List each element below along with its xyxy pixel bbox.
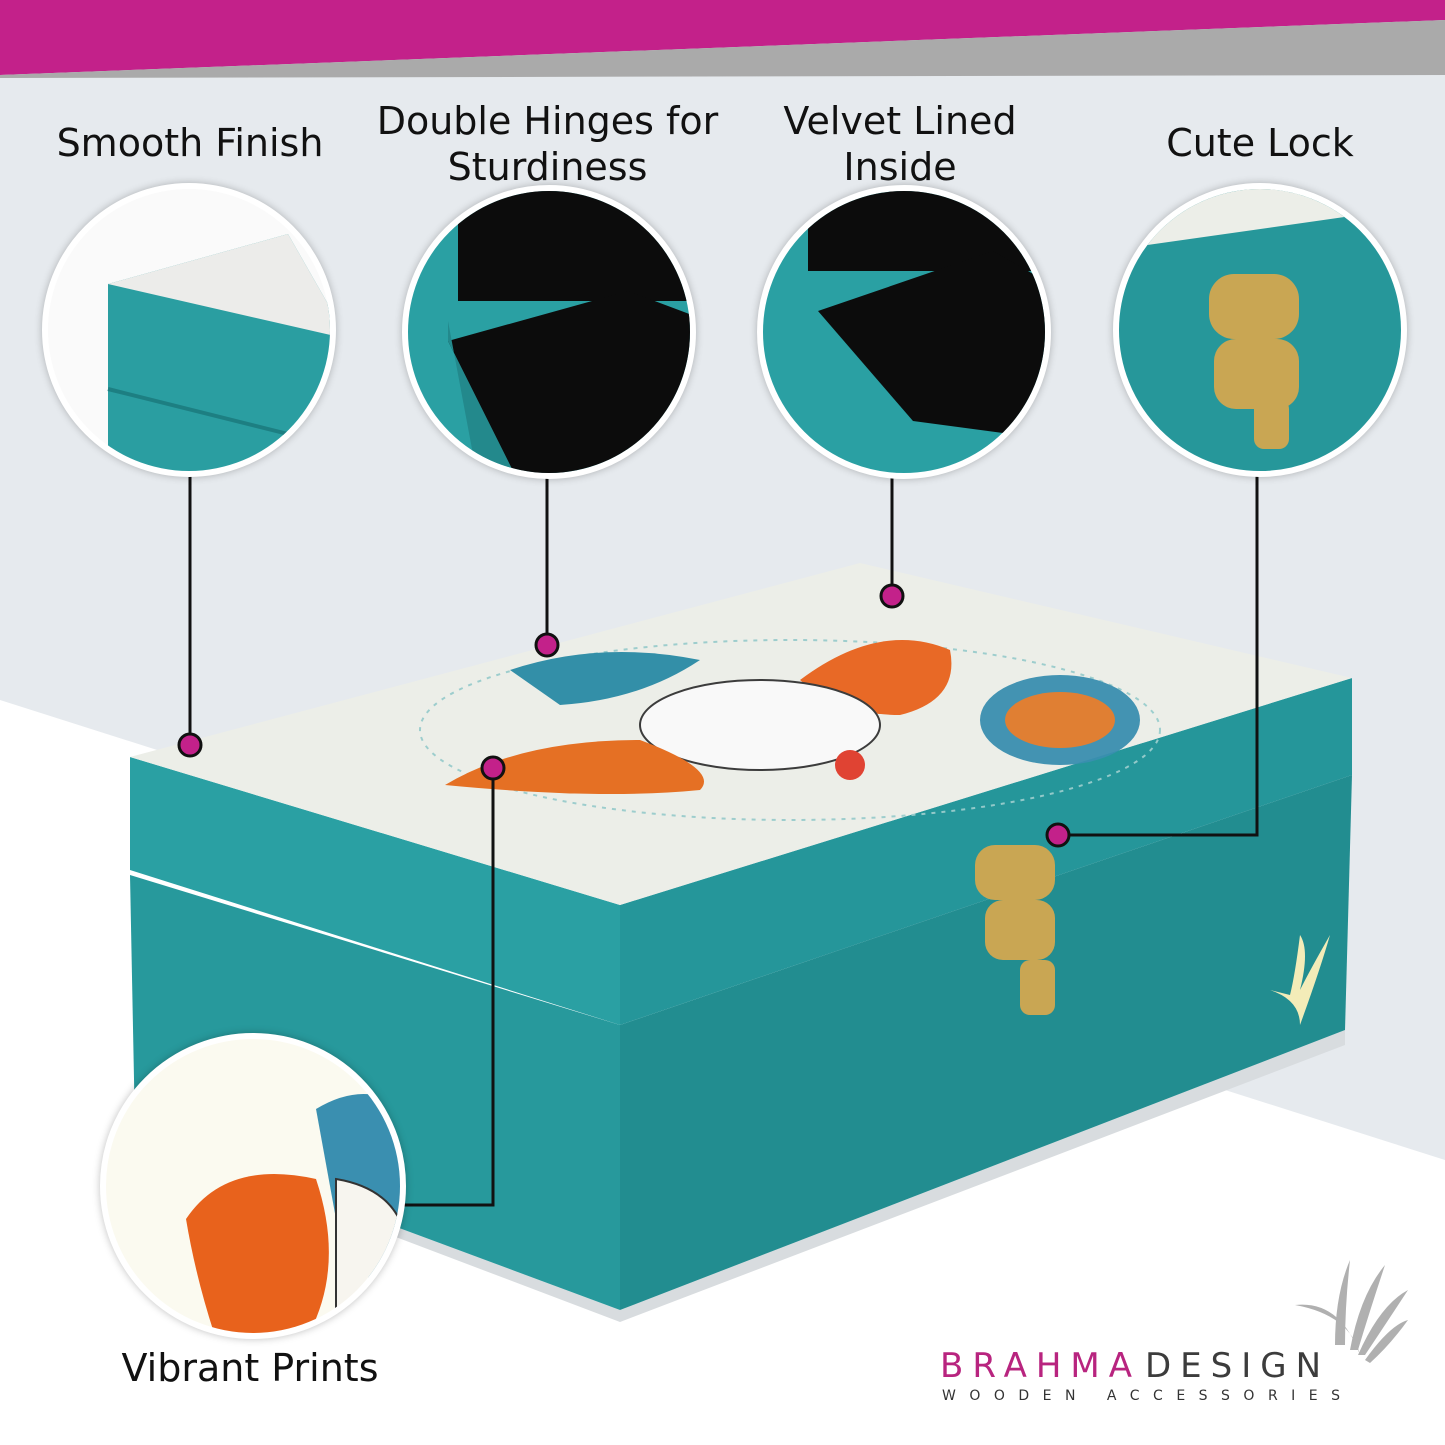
- label-cute-lock: Cute Lock: [1166, 121, 1354, 165]
- dot-velvet: [879, 583, 905, 609]
- brand-name-part2: DESIGN: [1145, 1346, 1331, 1386]
- box-side: [620, 775, 1352, 1310]
- label-vibrant-prints: Vibrant Prints: [121, 1346, 379, 1390]
- velvet-closeup: [757, 185, 1051, 479]
- label-velvet-lined: Velvet Lined Inside: [760, 98, 1040, 190]
- smooth-finish-closeup: [42, 183, 336, 477]
- label-line: Sturdiness: [447, 145, 648, 189]
- brand-logo-icon: [1295, 1260, 1408, 1363]
- label-line: Inside: [843, 145, 957, 189]
- label-smooth-finish: Smooth Finish: [56, 121, 324, 165]
- latch: [975, 845, 1055, 1015]
- box-front: [130, 875, 620, 1310]
- dot-prints: [480, 755, 506, 781]
- label-line: Double Hinges for: [376, 99, 719, 143]
- dot-lock: [1045, 822, 1071, 848]
- label-line: Velvet Lined: [783, 99, 1017, 143]
- hinges-closeup: [402, 185, 696, 479]
- top-accent-band: [0, 0, 1445, 75]
- leaf-mark: [1270, 935, 1330, 1025]
- dot-hinges: [534, 632, 560, 658]
- label-double-hinges: Double Hinges for Sturdiness: [370, 98, 725, 190]
- brand-tagline: WOODEN ACCESSORIES: [942, 1388, 1354, 1404]
- brand-name-part1: BRAHMA: [940, 1346, 1141, 1386]
- lock-closeup: [1113, 183, 1407, 477]
- ganesha-print: [419, 639, 1161, 821]
- lid-front: [130, 757, 620, 1025]
- dot-smooth: [177, 732, 203, 758]
- vibrant-prints-closeup: [100, 1033, 406, 1339]
- top-gray-band: [0, 20, 1445, 78]
